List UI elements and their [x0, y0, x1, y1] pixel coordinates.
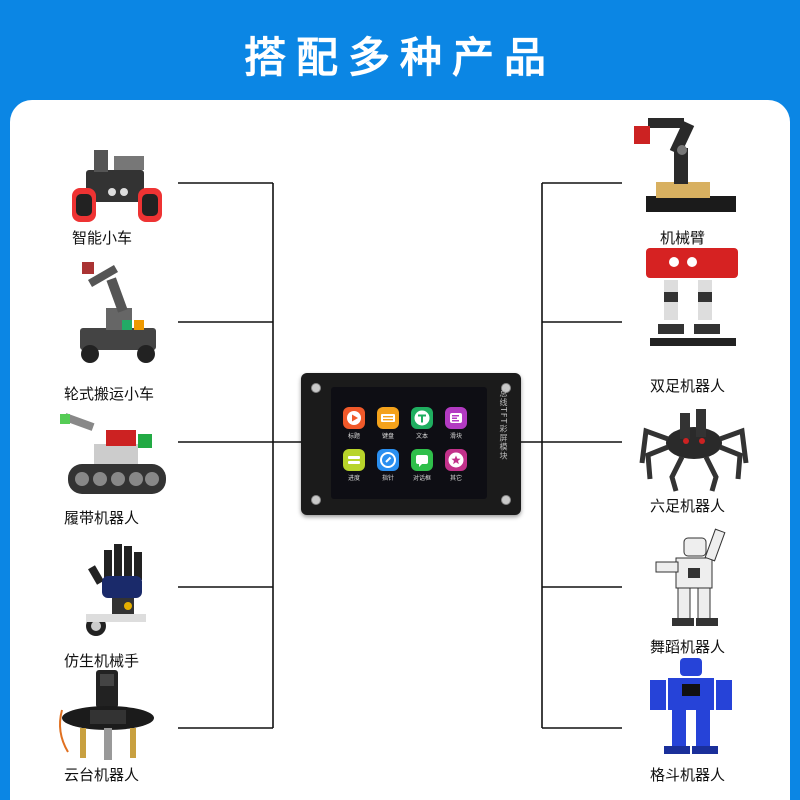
left-product-label: 智能小车 [72, 229, 133, 247]
pointer-icon[interactable] [377, 449, 399, 471]
app-label: 对话框 [412, 475, 431, 482]
hexapod-robot-icon [636, 395, 756, 505]
left-product-label: 履带机器人 [64, 509, 140, 527]
left-product-label: 轮式搬运小车 [64, 385, 155, 403]
wheeled-carrier-icon [58, 258, 178, 368]
star-icon[interactable] [445, 449, 467, 471]
module-side-text: 总线TFT彩屏模块 [499, 389, 508, 461]
biped-robot-icon [636, 244, 756, 354]
right-product-label: 六足机器人 [650, 497, 726, 515]
screw [311, 495, 321, 505]
robot-arm-icon [626, 110, 746, 220]
screw [501, 495, 511, 505]
page-title: 搭配多种产品 [243, 33, 556, 82]
tft-display: 标题 键盘 文本 滑块 进度 指针 对话框 其它 [331, 387, 487, 499]
app-label: 滑块 [449, 433, 462, 440]
play-icon[interactable] [343, 407, 365, 429]
dialog-icon[interactable] [411, 449, 433, 471]
fighting-robot-icon [630, 652, 750, 762]
app-label: 指针 [381, 475, 394, 482]
smart-car-icon [58, 140, 178, 250]
left-product-label: 仿生机械手 [64, 652, 140, 670]
screw [311, 383, 321, 393]
app-label: 键盘 [381, 433, 394, 440]
app-label: 文本 [415, 433, 428, 440]
gimbal-robot-icon [50, 662, 170, 772]
right-product-label: 机械臂 [660, 229, 706, 247]
right-product-label: 舞蹈机器人 [650, 638, 726, 656]
progress-icon[interactable] [343, 449, 365, 471]
slider-icon[interactable] [445, 407, 467, 429]
tracked-robot-icon [54, 408, 174, 518]
tft-screen-module: 总线TFT彩屏模块 标题 键盘 文本 滑块 进度 指针 对话框 [301, 373, 521, 515]
dance-robot-icon [634, 524, 754, 634]
app-label: 标题 [347, 433, 360, 440]
bionic-hand-icon [58, 530, 178, 640]
app-label: 进度 [347, 475, 360, 482]
app-label: 其它 [449, 475, 462, 482]
right-product-label: 格斗机器人 [650, 766, 726, 784]
right-product-label: 双足机器人 [650, 377, 726, 395]
keyboard-icon[interactable] [377, 407, 399, 429]
text-icon[interactable] [411, 407, 433, 429]
screw [501, 383, 511, 393]
left-product-label: 云台机器人 [64, 766, 140, 784]
